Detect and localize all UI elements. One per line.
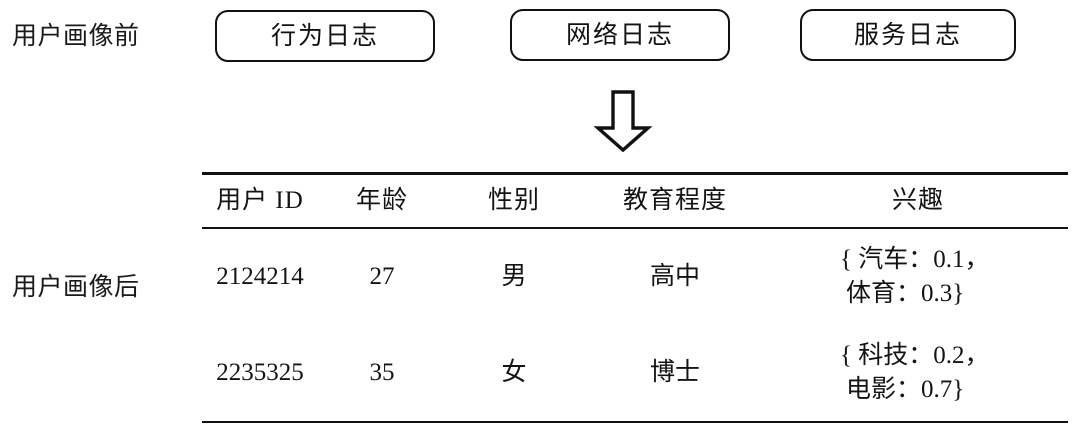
cell-education: 博士 bbox=[649, 358, 700, 386]
source-box-label: 服务日志 bbox=[853, 21, 962, 49]
table-header-row: 用户 ID 年龄 性别 教育程度 兴趣 bbox=[202, 175, 1068, 227]
column-header-gender: 性别 bbox=[487, 186, 540, 214]
cell-interest-line2: 体育：0.3} bbox=[846, 279, 965, 307]
cell-gender: 男 bbox=[501, 262, 527, 290]
cell-age: 35 bbox=[369, 358, 395, 386]
column-header-user-id: 用户 ID bbox=[216, 186, 304, 214]
source-box-label: 行为日志 bbox=[270, 22, 379, 50]
table-rule-header bbox=[202, 226, 1068, 229]
column-header-age: 年龄 bbox=[355, 186, 408, 214]
stage-label-before: 用户画像前 bbox=[12, 23, 140, 50]
cell-interest: { 科技：0.2， 电影：0.7} bbox=[768, 339, 1068, 406]
cell-interest-line1: { 汽车：0.1， bbox=[840, 246, 990, 273]
source-box-behavior-log[interactable]: 行为日志 bbox=[215, 10, 435, 62]
cell-education: 高中 bbox=[649, 262, 700, 290]
cell-user-id: 2235325 bbox=[216, 358, 304, 386]
cell-interest-line2: 电影：0.7} bbox=[846, 375, 965, 403]
table-rule-top bbox=[202, 172, 1068, 175]
source-box-network-log[interactable]: 网络日志 bbox=[510, 9, 730, 61]
cell-interest: { 汽车：0.1， 体育：0.3} bbox=[768, 243, 1068, 310]
arrow-down-hollow-icon bbox=[592, 90, 654, 153]
table-rule-bottom bbox=[202, 420, 1068, 423]
column-header-education: 教育程度 bbox=[622, 186, 727, 214]
table-row: 2124214 27 男 高中 { 汽车：0.1， 体育：0.3} bbox=[202, 229, 1068, 325]
user-profile-table: 用户 ID 年龄 性别 教育程度 兴趣 2124214 27 男 高中 { 汽车… bbox=[202, 172, 1068, 423]
cell-user-id: 2124214 bbox=[216, 262, 304, 290]
source-box-label: 网络日志 bbox=[565, 21, 674, 49]
table-row: 2235325 35 女 博士 { 科技：0.2， 电影：0.7} bbox=[202, 325, 1068, 421]
cell-interest-line1: { 科技：0.2， bbox=[840, 342, 990, 369]
cell-gender: 女 bbox=[501, 358, 527, 386]
stage-label-after: 用户画像后 bbox=[12, 274, 140, 301]
source-box-service-log[interactable]: 服务日志 bbox=[800, 9, 1016, 61]
cell-age: 27 bbox=[369, 262, 395, 290]
column-header-interest: 兴趣 bbox=[891, 186, 944, 214]
